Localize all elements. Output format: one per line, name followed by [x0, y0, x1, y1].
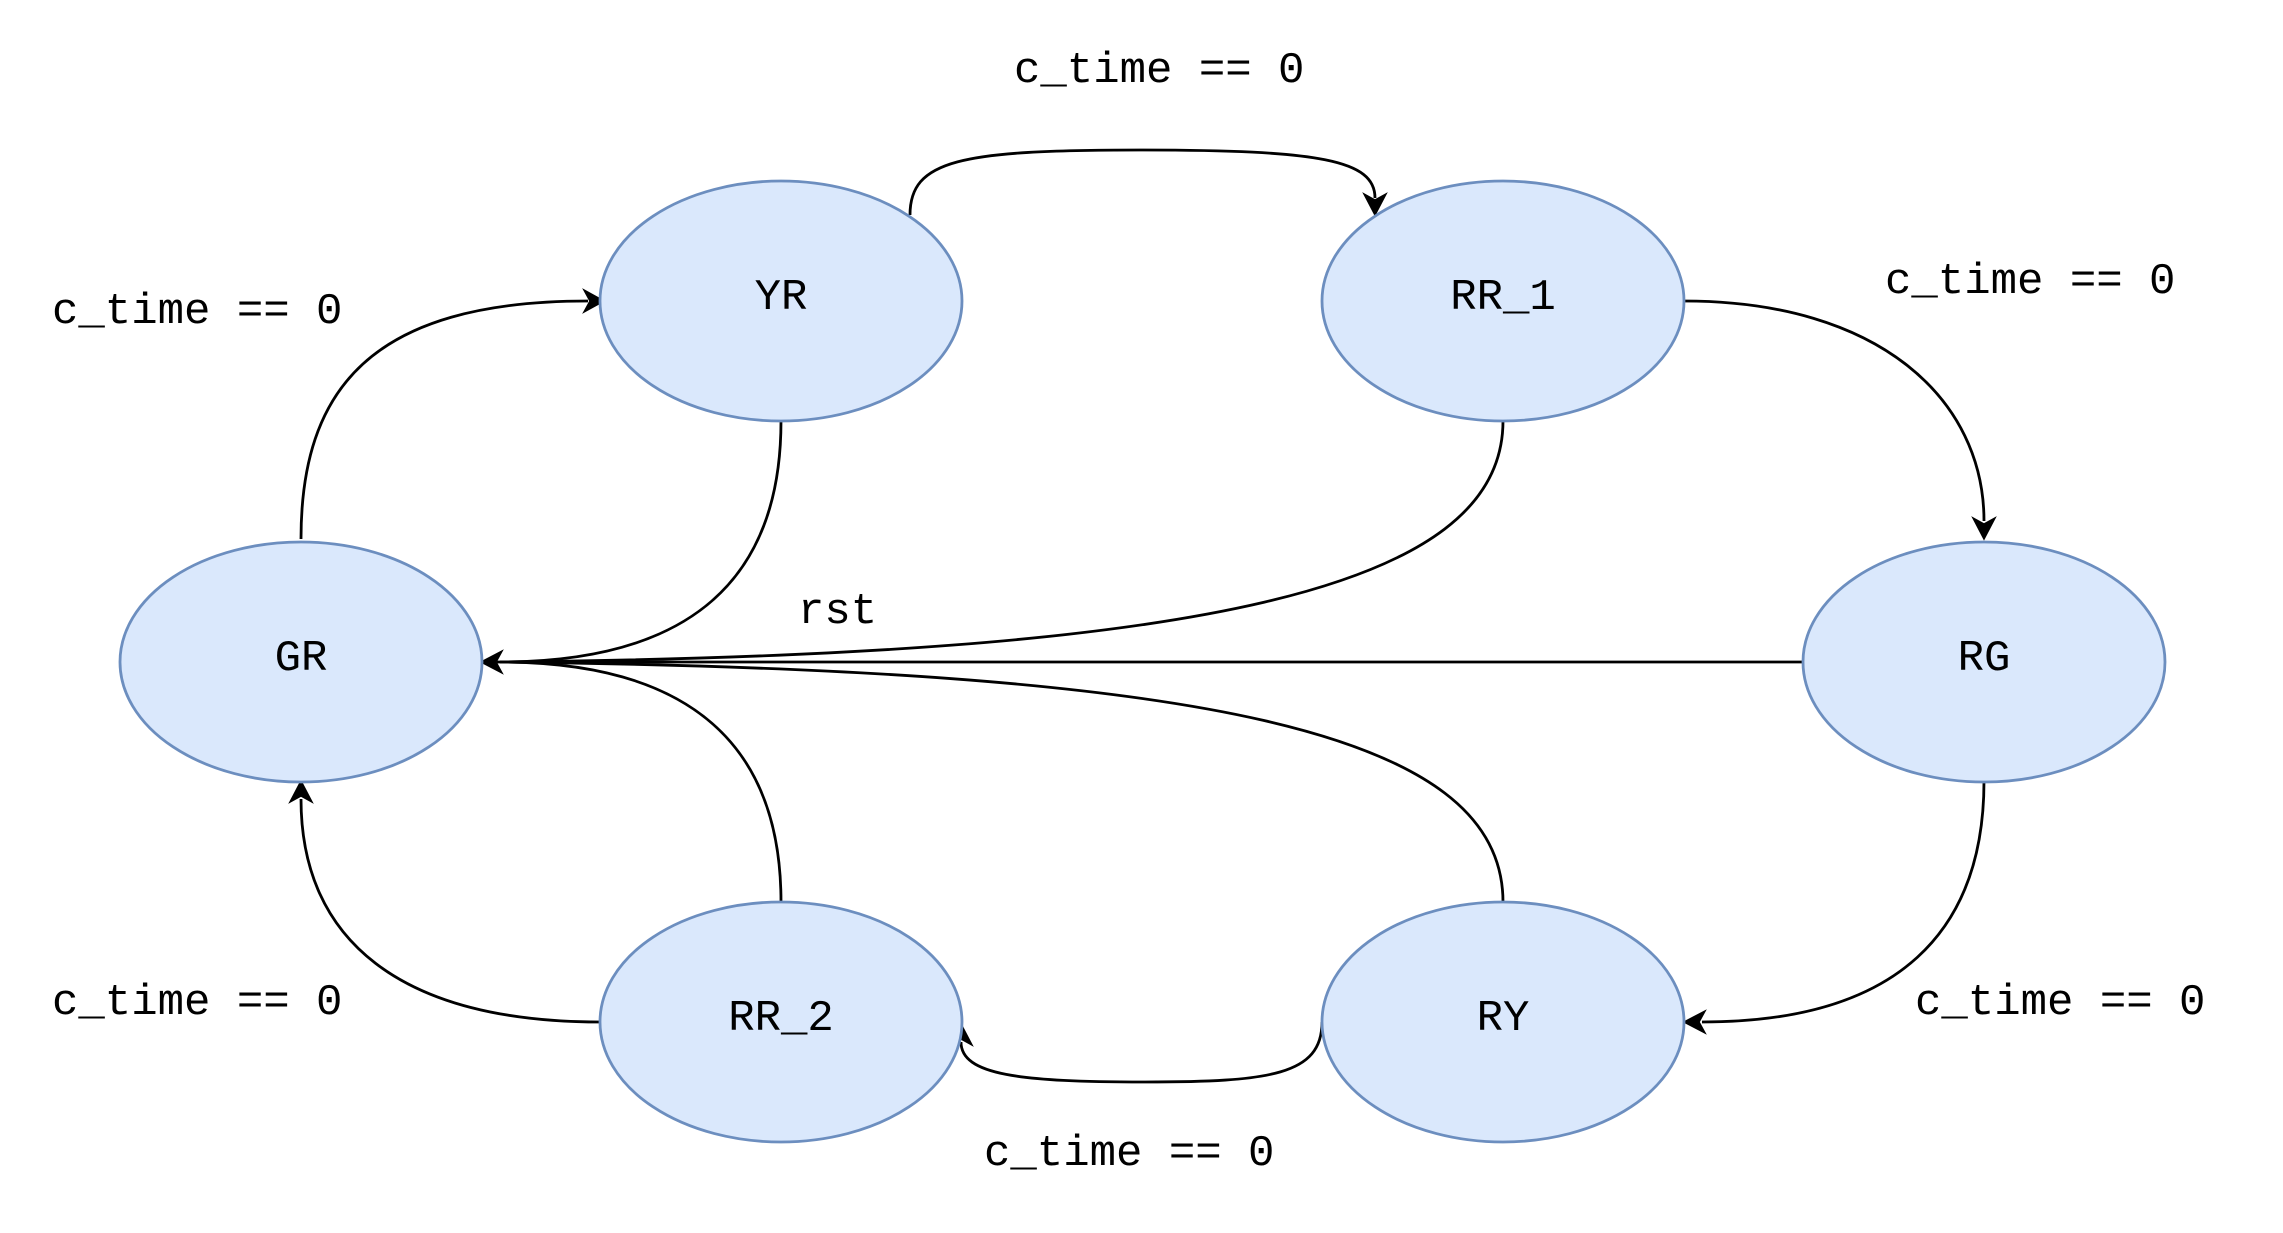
edge-gr-to-yr	[299, 299, 589, 540]
edge-rr2-to-gr	[299, 798, 602, 1024]
edge-label-rr2-to-gr: c_time == 0	[52, 978, 342, 1028]
state-label-rg: RG	[1958, 634, 2011, 684]
edge-label-yr-to-rr1: c_time == 0	[1014, 46, 1304, 96]
edge-yr-to-rr1	[908, 148, 1377, 216]
edge-rr1-to-gr	[499, 420, 1505, 664]
edge-yr-to-gr	[499, 420, 783, 664]
state-label-rr2: RR_2	[728, 994, 834, 1044]
arrowhead-rr1-to-rg	[1971, 516, 1997, 541]
state-label-ry: RY	[1477, 994, 1530, 1044]
edge-label-rg-to-ry: c_time == 0	[1915, 978, 2205, 1028]
state-rr2: RR_2	[598, 900, 964, 1144]
arrowhead-rg-to-ry	[1682, 1009, 1707, 1035]
arrowhead-gr-to-yr	[582, 288, 606, 314]
state-gr: GR	[118, 540, 484, 784]
edge-ry-to-rr2	[959, 1021, 1324, 1084]
edge-label-ry-to-rr2: c_time == 0	[984, 1129, 1274, 1179]
arrowhead-reset-into-gr	[479, 649, 504, 675]
arrowhead-rr2-to-gr	[288, 779, 314, 804]
edge-label-reset: rst	[798, 587, 877, 637]
edge-rr2-to-gr	[499, 660, 783, 903]
edge-rr1-to-rg	[1683, 299, 1986, 522]
edge-rg-to-ry	[1701, 780, 1986, 1024]
edge-label-rr1-to-rg: c_time == 0	[1885, 257, 2175, 307]
arrowhead-yr-to-rr1	[1362, 192, 1388, 217]
state-label-yr: YR	[755, 273, 808, 323]
state-rg: RG	[1801, 540, 2167, 784]
state-label-gr: GR	[275, 634, 328, 684]
state-ry: RY	[1320, 900, 1686, 1144]
state-label-rr1: RR_1	[1450, 273, 1556, 323]
edge-ry-to-gr	[499, 660, 1505, 903]
edge-label-gr-to-yr: c_time == 0	[52, 287, 342, 337]
state-yr: YR	[598, 179, 964, 423]
state-rr1: RR_1	[1320, 179, 1686, 423]
